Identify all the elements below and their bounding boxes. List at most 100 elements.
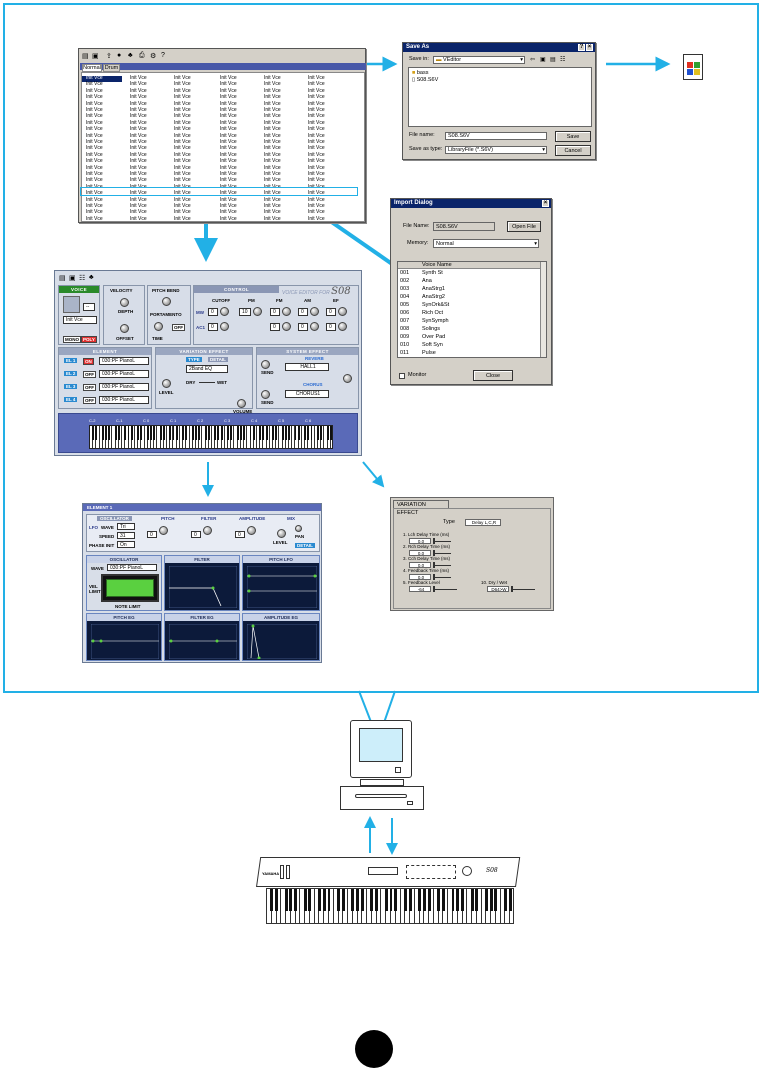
virtual-key-black[interactable] <box>191 426 194 441</box>
slider-thumb[interactable] <box>433 574 435 580</box>
voice-list-scrollbar[interactable] <box>540 262 546 357</box>
virtual-key-black[interactable] <box>220 426 223 441</box>
library-cell[interactable]: Init Vce <box>308 190 325 197</box>
mw-fm-value[interactable]: 0 <box>270 308 280 316</box>
library-cell[interactable]: Init Vce <box>308 196 325 203</box>
library-cell[interactable]: Init Vce <box>174 183 191 190</box>
virtual-key-white[interactable] <box>312 426 315 448</box>
virtual-key-black[interactable] <box>297 426 300 441</box>
library-cell[interactable]: Init Vce <box>86 119 103 126</box>
variation-detail-button[interactable]: DETAIL <box>208 357 228 362</box>
virtual-key-white[interactable] <box>222 426 225 448</box>
volume-knob[interactable] <box>237 399 246 408</box>
close-button[interactable]: Close <box>473 370 513 381</box>
library-cell[interactable]: Init Vce <box>174 81 191 88</box>
virtual-key-black[interactable] <box>198 426 201 441</box>
library-cell[interactable]: Init Vce <box>86 177 103 184</box>
ac1-ef-value[interactable]: 0 <box>326 323 336 331</box>
library-cell[interactable]: Init Vce <box>220 209 237 216</box>
filter-lfo-depth-value[interactable]: 0 <box>191 531 201 538</box>
library-cell[interactable]: Init Vce <box>174 87 191 94</box>
virtual-key-black[interactable] <box>185 426 188 441</box>
library-cell[interactable]: Init Vce <box>264 94 281 101</box>
mw-pm-knob[interactable] <box>253 307 262 316</box>
element-detail-button[interactable]: DETAIL <box>295 543 315 548</box>
virtual-key-black[interactable] <box>217 426 220 441</box>
library-cell[interactable]: Init Vce <box>86 100 103 107</box>
open-icon[interactable]: ▤ <box>59 275 66 282</box>
library-cell[interactable]: Init Vce <box>264 139 281 145</box>
library-cell[interactable]: Init Vce <box>264 132 281 139</box>
library-cell[interactable]: Init Vce <box>308 145 325 152</box>
library-cell[interactable]: Init Vce <box>308 171 325 177</box>
library-cell[interactable]: Init Vce <box>264 209 281 216</box>
library-cell[interactable]: Init Vce <box>264 164 281 171</box>
virtual-key-black[interactable] <box>169 426 172 441</box>
close-icon[interactable]: × <box>586 44 593 51</box>
element-select-button[interactable]: EL 3 <box>64 384 78 389</box>
ac1-ef-knob[interactable] <box>338 322 347 331</box>
virtual-key-black[interactable] <box>207 426 210 441</box>
library-cell[interactable]: Init Vce <box>308 209 325 216</box>
voice-name-field[interactable]: Init Vce <box>63 316 97 324</box>
virtual-key-black[interactable] <box>252 426 255 441</box>
lfo-speed-field[interactable]: 31 <box>117 532 135 539</box>
library-cell[interactable]: Init Vce <box>174 132 191 139</box>
library-cell[interactable]: Init Vce <box>308 177 325 184</box>
variation-param-slider[interactable] <box>433 541 451 542</box>
library-cell[interactable]: Init Vce <box>86 145 103 152</box>
library-cell[interactable]: Init Vce <box>130 81 147 88</box>
reverb-send-knob[interactable] <box>261 360 270 369</box>
library-cell[interactable]: Init Vce <box>308 126 325 133</box>
close-icon[interactable]: × <box>542 200 549 207</box>
virtual-key-black[interactable] <box>124 426 127 441</box>
element-wave-field[interactable]: 030:PF PianoL <box>99 383 149 391</box>
virtual-key-black[interactable] <box>146 426 149 441</box>
pitch-eg-graph[interactable] <box>91 624 159 659</box>
library-cell[interactable]: Init Vce <box>130 171 147 177</box>
save-icon[interactable]: ▣ <box>92 53 99 60</box>
library-cell[interactable]: Init Vce <box>174 190 191 197</box>
new-folder-icon[interactable]: ▣ <box>540 57 546 63</box>
mw-cutoff-value[interactable]: 0 <box>208 308 218 316</box>
library-cell[interactable]: Init Vce <box>130 113 147 120</box>
library-cell[interactable]: Init Vce <box>308 87 325 94</box>
virtual-key-black[interactable] <box>249 426 252 441</box>
element-select-button[interactable]: EL 1 <box>64 358 78 363</box>
slider-thumb[interactable] <box>433 586 435 592</box>
library-cell[interactable]: Init Vce <box>264 126 281 133</box>
library-cell[interactable]: Init Vce <box>130 203 147 209</box>
library-cell[interactable]: Init Vce <box>220 151 237 158</box>
library-cell[interactable]: Init Vce <box>264 119 281 126</box>
virtual-key-black[interactable] <box>307 426 310 441</box>
key-velocity-range-display[interactable] <box>101 574 159 602</box>
virtual-key-black[interactable] <box>194 426 197 441</box>
element-switch[interactable]: OFF <box>83 384 96 391</box>
element-wave-field[interactable]: 030:PF PianoL <box>99 370 149 378</box>
virtual-key-black[interactable] <box>239 426 242 441</box>
open-icon[interactable]: ▤ <box>82 53 89 60</box>
virtual-key-black[interactable] <box>172 426 175 441</box>
library-cell[interactable]: Init Vce <box>86 158 103 165</box>
library-cell[interactable]: Init Vce <box>174 164 191 171</box>
variation-param-slider[interactable] <box>433 589 457 590</box>
element-switch[interactable]: ON <box>83 358 94 365</box>
virtual-key-black[interactable] <box>182 426 185 441</box>
library-cell[interactable]: Init Vce <box>86 126 103 133</box>
mw-cutoff-knob[interactable] <box>220 307 229 316</box>
memory-select[interactable]: Normal▾ <box>433 239 539 248</box>
mw-fm-knob[interactable] <box>282 307 291 316</box>
library-cell[interactable]: Init Vce <box>220 164 237 171</box>
virtual-key-white[interactable] <box>164 426 168 448</box>
tab-normal[interactable]: Normal <box>82 64 102 72</box>
variation-type-field[interactable]: 2Band EQ <box>186 365 228 373</box>
poly-button[interactable]: POLY <box>81 336 97 343</box>
library-cell[interactable]: Init Vce <box>264 177 281 184</box>
filter-tab[interactable]: FILTER <box>201 516 217 521</box>
amplitude-tab[interactable]: AMPLITUDE <box>239 516 266 521</box>
library-cell[interactable]: Init Vce <box>264 75 281 81</box>
virtual-key-white[interactable] <box>299 426 302 448</box>
library-cell[interactable]: Init Vce <box>308 203 325 209</box>
